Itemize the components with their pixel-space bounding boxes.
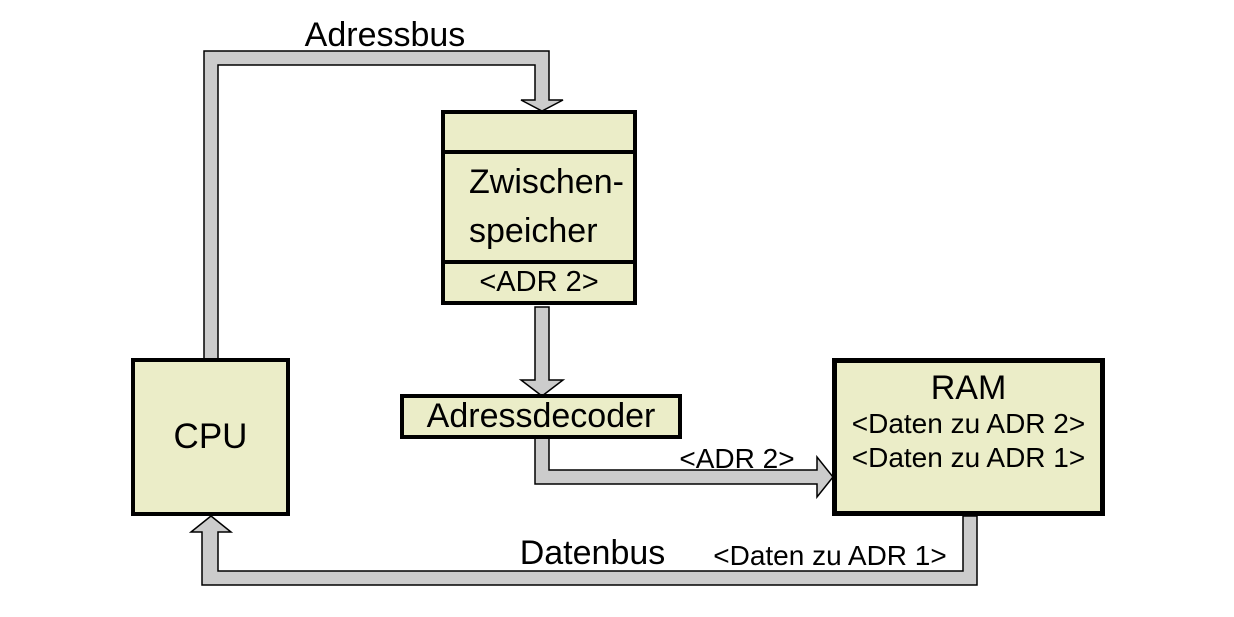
adressdecoder-label: Adressdecoder	[426, 397, 656, 435]
ram-data-row-adr2: <Daten zu ADR 2>	[851, 408, 1086, 439]
ram-data-row-adr1: <Daten zu ADR 1>	[851, 442, 1086, 473]
daten-zu-adr1-bus-label: <Daten zu ADR 1>	[713, 540, 947, 571]
adressbus-line-with-arrow	[203, 50, 564, 360]
zwischenspeicher-label-line1: Zwischen-	[469, 162, 624, 201]
zwischenspeicher-box: Zwischen- speicher <ADR 2>	[441, 110, 637, 305]
cpu-box: CPU	[131, 358, 290, 516]
zwischenspeicher-divider-top	[445, 150, 633, 154]
ram-box: RAM <Daten zu ADR 2> <Daten zu ADR 1>	[832, 358, 1105, 516]
zwischenspeicher-empty-slot	[445, 114, 633, 150]
adressdecoder-box: Adressdecoder	[400, 394, 682, 439]
zwischenspeicher-label-line2: speicher	[469, 212, 598, 250]
ram-title: RAM	[930, 369, 1007, 407]
datenbus-label: Datenbus	[519, 534, 666, 572]
adressbus-label: Adressbus	[304, 16, 466, 54]
adressdecoder-to-ram-arrow	[534, 437, 834, 500]
zwischenspeicher-register-value: <ADR 2>	[479, 266, 599, 298]
cpu-label: CPU	[173, 417, 248, 456]
zwischenspeicher-divider-bottom	[445, 260, 633, 264]
zwischenspeicher-label: Zwischen- speicher	[445, 154, 633, 260]
zwischenspeicher-to-adressdecoder-arrow	[518, 306, 566, 397]
datenbus-line-with-arrow	[188, 515, 978, 586]
adr2-bus-label: <ADR 2>	[679, 443, 795, 474]
